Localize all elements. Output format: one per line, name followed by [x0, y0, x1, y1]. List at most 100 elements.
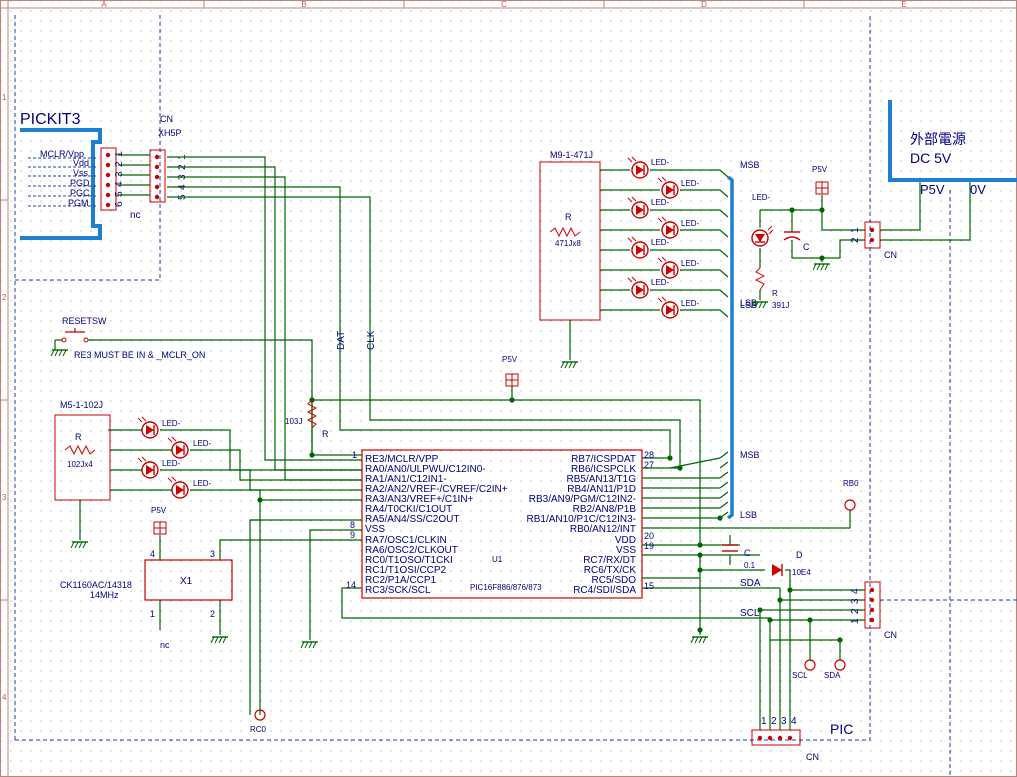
power-lsb-label: LSB [740, 298, 757, 308]
mcu-pinnum-1: 1 [352, 450, 357, 460]
pickit-num-5: 5 [114, 191, 125, 197]
mcu-rpin-3: RB5/AN13/T1G [567, 474, 637, 485]
cn-bottom: 1 2 3 4 PIC CN [751, 716, 853, 762]
bar-left-led-3: LED- [162, 459, 181, 468]
mcu-rpin-13: RC5/SDO [592, 575, 637, 586]
tp-sda-label: SDA [824, 671, 841, 680]
cn-i2c: 1 2 3 4 CN [850, 581, 897, 640]
bus-lsb-label: LSB [740, 510, 757, 520]
net-label-dat: DAT [336, 331, 347, 350]
bar-top-led-2: LED- [681, 179, 700, 188]
reset-note: RE3 MUST BE IN & _MCLR_ON [74, 350, 205, 360]
mcu-rpin-7: RB1/AN10/P1C/C12IN3- [527, 514, 637, 525]
p5v-center: P5V [502, 355, 519, 387]
mcu-rpin-9: VDD [615, 535, 636, 546]
p5v-center-label: P5V [502, 355, 518, 364]
bar-left-r-label: R [75, 432, 82, 442]
rc0-label: RC0 [250, 725, 267, 734]
mcu-lpin-14: RC3/SCK/SCL [365, 585, 431, 596]
bar-top-r-value: 471Jx8 [555, 239, 581, 248]
mcu-rpin-2: RB6/ICSPCLK [571, 464, 636, 475]
led-bar-top: M9-1-471J R 471Jx8 LED- LED- LED- LED- L… [539, 150, 760, 369]
pickit-num-2: 2 [114, 161, 125, 167]
mcu-lpin-12: RC1/T1OSI/CCP2 [365, 565, 447, 576]
bypass-cap-value: 0.1 [744, 561, 756, 570]
pullup-label: R [322, 429, 329, 439]
power-title: 外部電源 [910, 131, 966, 147]
pickit-pin-pgd: PGD [70, 178, 90, 188]
mcu-rpin-6: RB2/AN8/P1B [573, 504, 637, 515]
bar-left-led-2: LED- [193, 439, 212, 448]
bar-left-led-4: LED- [193, 479, 212, 488]
power-spec: DC 5V [910, 150, 952, 166]
mcu-lpin-11: RC0/T1OSO/T1CKI [365, 555, 453, 566]
crystal-part: CK1160AC/14318 [60, 580, 132, 590]
col-label-b: B [301, 0, 306, 9]
mcu-pinnum-14: 14 [346, 580, 356, 590]
mcu-pinnum-8: 8 [350, 520, 355, 530]
bar-top-led-5: LED- [651, 238, 670, 247]
mcu-lpin-4: RA2/AN2/VREF-/CVREF/C2IN+ [365, 484, 508, 495]
mcu-rpin-4: RB4/AN11/P1D [567, 484, 636, 495]
pickit-pin-pgc: PGC [70, 188, 90, 198]
data-bus [726, 175, 734, 520]
cn-i2c-num-1: 1 [850, 618, 861, 624]
mcu-lpin-13: RC2/P1A/CCP1 [365, 575, 437, 586]
bar-top-led-4: LED- [681, 219, 700, 228]
mcu-pinnum-19: 19 [644, 541, 654, 551]
power-p5v-flag: P5V [812, 165, 828, 174]
cn-bottom-num-2: 2 [771, 716, 777, 727]
cn-i2c-num-4: 4 [850, 588, 861, 594]
row-label-1: 1 [2, 93, 7, 102]
mcu-lpin-7: RA5/AN4/SS/C2OUT [365, 514, 459, 525]
crystal-pin-3: 3 [210, 549, 215, 559]
cn-xh5p-type: XH5P [158, 128, 182, 138]
cn-bottom-ref: CN [806, 752, 819, 762]
mcu-lpin-5: RA3/AN3/VREF+/C1IN+ [365, 494, 474, 505]
rb0-label: RB0 [843, 479, 859, 488]
bar-left-led-1: LED- [162, 419, 181, 428]
bypass-cap: C 0.1 [722, 544, 756, 570]
mcu-part: PIC16F886/876/873 [470, 583, 542, 592]
bus-msb-label: MSB [740, 450, 760, 460]
cn-i2c-ref: CN [884, 630, 897, 640]
crystal-pin-1: 1 [150, 609, 155, 619]
pickit-num-1: 1 [114, 151, 125, 157]
bar-top-lsb: LSB [740, 300, 757, 310]
crystal-ref: X1 [180, 576, 193, 587]
mcu-lpin-1: RE3/MCLR/VPP [365, 454, 439, 465]
mcu-lpin-6: RA4/T0CKI/C1OUT [365, 504, 452, 515]
diode-d: D 10E4 [772, 550, 811, 577]
bar-left-part: M5-1-102J [60, 400, 103, 410]
col-label-e: E [901, 0, 906, 9]
bar-top-part: M9-1-471J [550, 150, 593, 160]
mcu-rpin-11: RC7/RX/DT [583, 555, 636, 566]
rc0-testpoint: RC0 [250, 709, 267, 734]
bar-top-led-7: LED- [651, 278, 670, 287]
mcu-u1: RE3/MCLR/VPP RA0/AN0/ULPWU/C12IN0- RA1/A… [346, 449, 654, 599]
bar-top-led-1: LED- [651, 158, 670, 167]
crystal-x1: P5V X1 4 3 1 2 CK1160AC/14318 14MHz nc [60, 506, 233, 650]
power-p5v: P5V [920, 182, 945, 197]
crystal-p5v: P5V [151, 506, 167, 515]
mcu-rpin-1: RB7/ICSPDAT [571, 454, 636, 465]
pickit-pin-vss: Vss [73, 168, 89, 178]
cn-bottom-num-3: 3 [781, 716, 787, 727]
net-label-scl: SCL [740, 608, 760, 619]
mcu-pinnum-27: 27 [644, 460, 654, 470]
mcu-rpin-10: VSS [616, 545, 636, 556]
bar-left-r-value: 102Jx4 [67, 460, 93, 469]
power-cn-ref: CN [884, 250, 897, 260]
mcu-lpin-3: RA1/AN1/C12IN1- [365, 474, 447, 485]
cn-xh5p-ref: CN [160, 114, 173, 124]
cn-i2c-num-2: 2 [850, 608, 861, 614]
crystal-nc: nc [160, 640, 170, 650]
col-label-d: D [701, 0, 707, 9]
power-led-label: LED- [752, 193, 771, 202]
crystal-freq: 14MHz [90, 590, 119, 600]
cn-i2c-num-3: 3 [850, 598, 861, 604]
rb0-testpoint: RB0 [843, 479, 859, 511]
pickit3-block: PICKIT3 MCLR/Vpp Vdd Vss PGD PGC PGM 6 5… [20, 111, 141, 240]
row-label-2: 2 [2, 293, 7, 302]
